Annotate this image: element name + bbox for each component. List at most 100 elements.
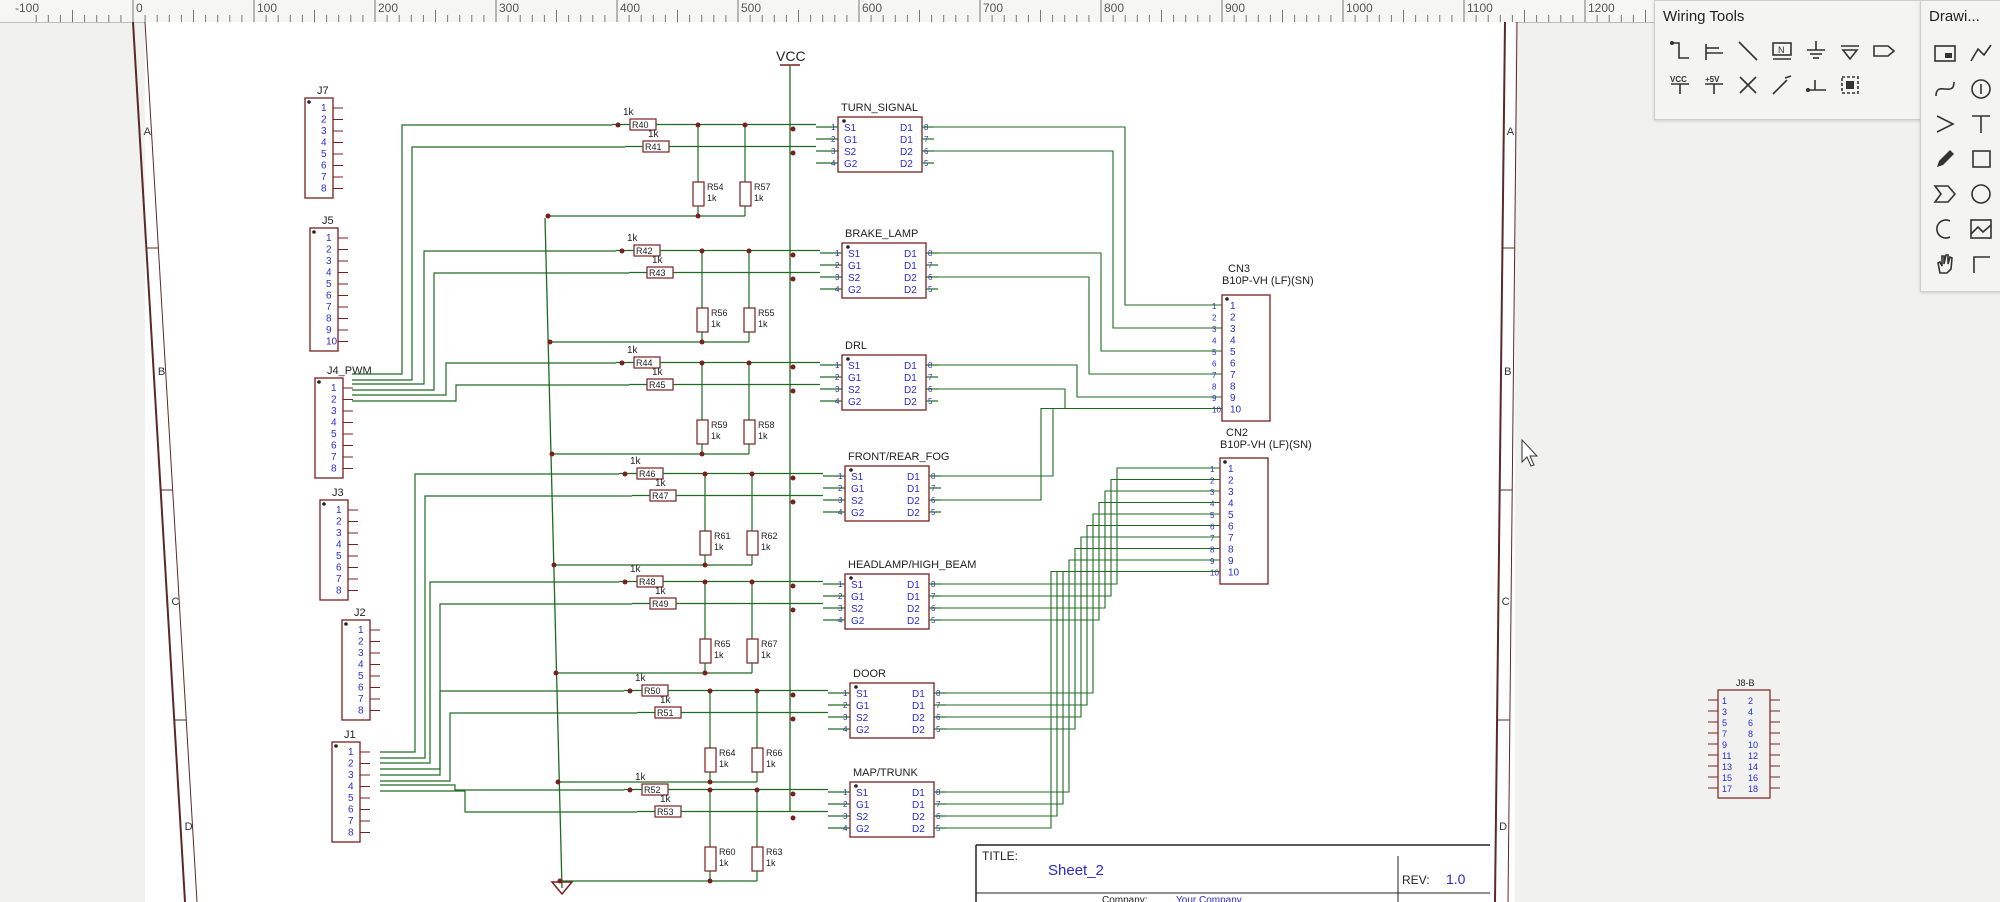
pin-number: 5 bbox=[348, 793, 354, 804]
junction bbox=[555, 779, 561, 785]
net-flag-icon[interactable] bbox=[1799, 68, 1833, 102]
driver-headlamp-high-beam[interactable]: HEADLAMP/HIGH_BEAMS1D118G1D127S2D236G2D2… bbox=[553, 559, 977, 676]
drawing-tools-panel[interactable]: Drawi... bbox=[1920, 0, 2000, 292]
driver-turn-signal[interactable]: TURN_SIGNALS1D118G1D127S2D236G2D2451kR40… bbox=[545, 102, 935, 219]
junction bbox=[702, 562, 708, 568]
pin-number: 6 bbox=[348, 805, 354, 816]
pin-number: 2 bbox=[358, 637, 364, 648]
resistor-name: R58 bbox=[758, 420, 775, 430]
junction bbox=[622, 471, 628, 477]
image-icon-glyph bbox=[1934, 44, 1956, 62]
ruler-label: 100 bbox=[257, 1, 277, 15]
image-icon[interactable] bbox=[1927, 36, 1963, 71]
arrow-icon[interactable] bbox=[1927, 106, 1963, 141]
driver-front-rear-fog[interactable]: FRONT/REAR_FOGS1D118G1D127S2D236G2D2451k… bbox=[551, 451, 950, 568]
driver-map-trunk[interactable]: MAP/TRUNKS1D118G1D127S2D236G2D2451kR521k… bbox=[557, 767, 947, 884]
chip-pin-left: G2 bbox=[851, 508, 865, 519]
pin-number: 3 bbox=[1228, 487, 1234, 498]
pin-number-outer: 3 bbox=[1210, 488, 1215, 497]
pin-number: 10 bbox=[1230, 405, 1242, 416]
resistor-value: 1k bbox=[758, 431, 768, 441]
signal-wire bbox=[380, 690, 624, 776]
net-label-icon[interactable]: N bbox=[1765, 34, 1799, 68]
junction bbox=[702, 579, 708, 585]
pin-number: 3 bbox=[1722, 707, 1727, 717]
driver-drl[interactable]: DRLS1D118G1D127S2D236G2D2451kR441kR45R59… bbox=[549, 340, 939, 457]
junction bbox=[790, 475, 796, 481]
chip-pin-right: D1 bbox=[904, 361, 917, 372]
chip-pin-left: S2 bbox=[851, 604, 864, 615]
wiring-tools-title: Wiring Tools bbox=[1663, 8, 1745, 25]
netport-icon[interactable] bbox=[1799, 34, 1833, 68]
corner-icon[interactable] bbox=[1963, 246, 1999, 281]
wire-icon[interactable] bbox=[1663, 34, 1697, 68]
netport-icon-glyph bbox=[1807, 41, 1825, 59]
resistor-value: 1k bbox=[758, 319, 768, 329]
bus-entry-icon[interactable] bbox=[1731, 34, 1765, 68]
polyline-icon[interactable] bbox=[1963, 36, 1999, 71]
pencil-icon[interactable] bbox=[1927, 141, 1963, 176]
driver-brake-lamp[interactable]: BRAKE_LAMPS1D118G1D127S2D236G2D2451kR421… bbox=[547, 228, 939, 345]
plus5v-icon[interactable]: +5V bbox=[1697, 68, 1731, 102]
chip-pin-left: S1 bbox=[848, 361, 861, 372]
bus-icon[interactable] bbox=[1697, 34, 1731, 68]
arc-icon[interactable] bbox=[1927, 211, 1963, 246]
chevron-shape-icon[interactable] bbox=[1927, 176, 1963, 211]
wiring-tools-panel[interactable]: Wiring Tools N VCC+5V bbox=[1654, 0, 1926, 120]
stroke bbox=[1971, 183, 1991, 204]
signal-wire bbox=[352, 250, 616, 385]
pin-number: 1 bbox=[1722, 696, 1727, 706]
chip-pin-left: S1 bbox=[856, 689, 869, 700]
ground-bus-wire bbox=[544, 217, 563, 889]
pin1-dot bbox=[1223, 460, 1227, 464]
pin-icon[interactable] bbox=[1765, 68, 1799, 102]
pin-number: 4 bbox=[358, 660, 364, 671]
arrow-icon-glyph bbox=[1936, 114, 1955, 133]
chip-pin-right: D2 bbox=[904, 273, 917, 284]
connector-part: B10P-VH (LF)(SN) bbox=[1222, 275, 1314, 287]
no-connect-icon[interactable] bbox=[1731, 68, 1765, 102]
ground-icon[interactable] bbox=[1833, 34, 1867, 68]
pin-number-outer: 6 bbox=[1210, 523, 1215, 532]
vcc-icon[interactable]: VCC bbox=[1663, 68, 1697, 102]
bezier-icon[interactable] bbox=[1927, 71, 1963, 106]
pin1-dot bbox=[849, 576, 853, 580]
vcc-label: VCC bbox=[776, 48, 806, 64]
resistor-name: R65 bbox=[714, 639, 731, 649]
circle-plus-icon[interactable] bbox=[1963, 71, 1999, 106]
rectangle-icon[interactable] bbox=[1963, 141, 1999, 176]
chip-pin-right: D2 bbox=[907, 616, 920, 627]
chip-body bbox=[841, 242, 927, 299]
resistor-name: R40 bbox=[632, 120, 649, 130]
output-wire bbox=[941, 478, 1220, 597]
driver-name: TURN_SIGNAL bbox=[841, 102, 918, 114]
pin-number: 2 bbox=[1228, 476, 1234, 487]
net-port-flag-icon[interactable] bbox=[1867, 34, 1901, 68]
signal-wire bbox=[380, 495, 632, 759]
chip-pin-left: S1 bbox=[848, 249, 861, 260]
group-icon[interactable] bbox=[1833, 68, 1867, 102]
hand-icon[interactable] bbox=[1927, 246, 1963, 281]
pin-number: 2 bbox=[321, 115, 327, 126]
picture-icon[interactable] bbox=[1963, 211, 1999, 246]
pin-number: 2 bbox=[348, 759, 354, 770]
chip-pin-left: G2 bbox=[856, 725, 870, 736]
driver-door[interactable]: DOORS1D118G1D127S2D236G2D2451kR501kR51R6… bbox=[555, 668, 947, 785]
pin-number: 7 bbox=[336, 574, 342, 585]
text-icon[interactable] bbox=[1963, 106, 1999, 141]
ellipse-icon[interactable] bbox=[1963, 176, 1999, 211]
resistor-value: 1k bbox=[761, 542, 771, 552]
junction bbox=[790, 388, 796, 394]
pin-number: 8 bbox=[326, 314, 332, 325]
